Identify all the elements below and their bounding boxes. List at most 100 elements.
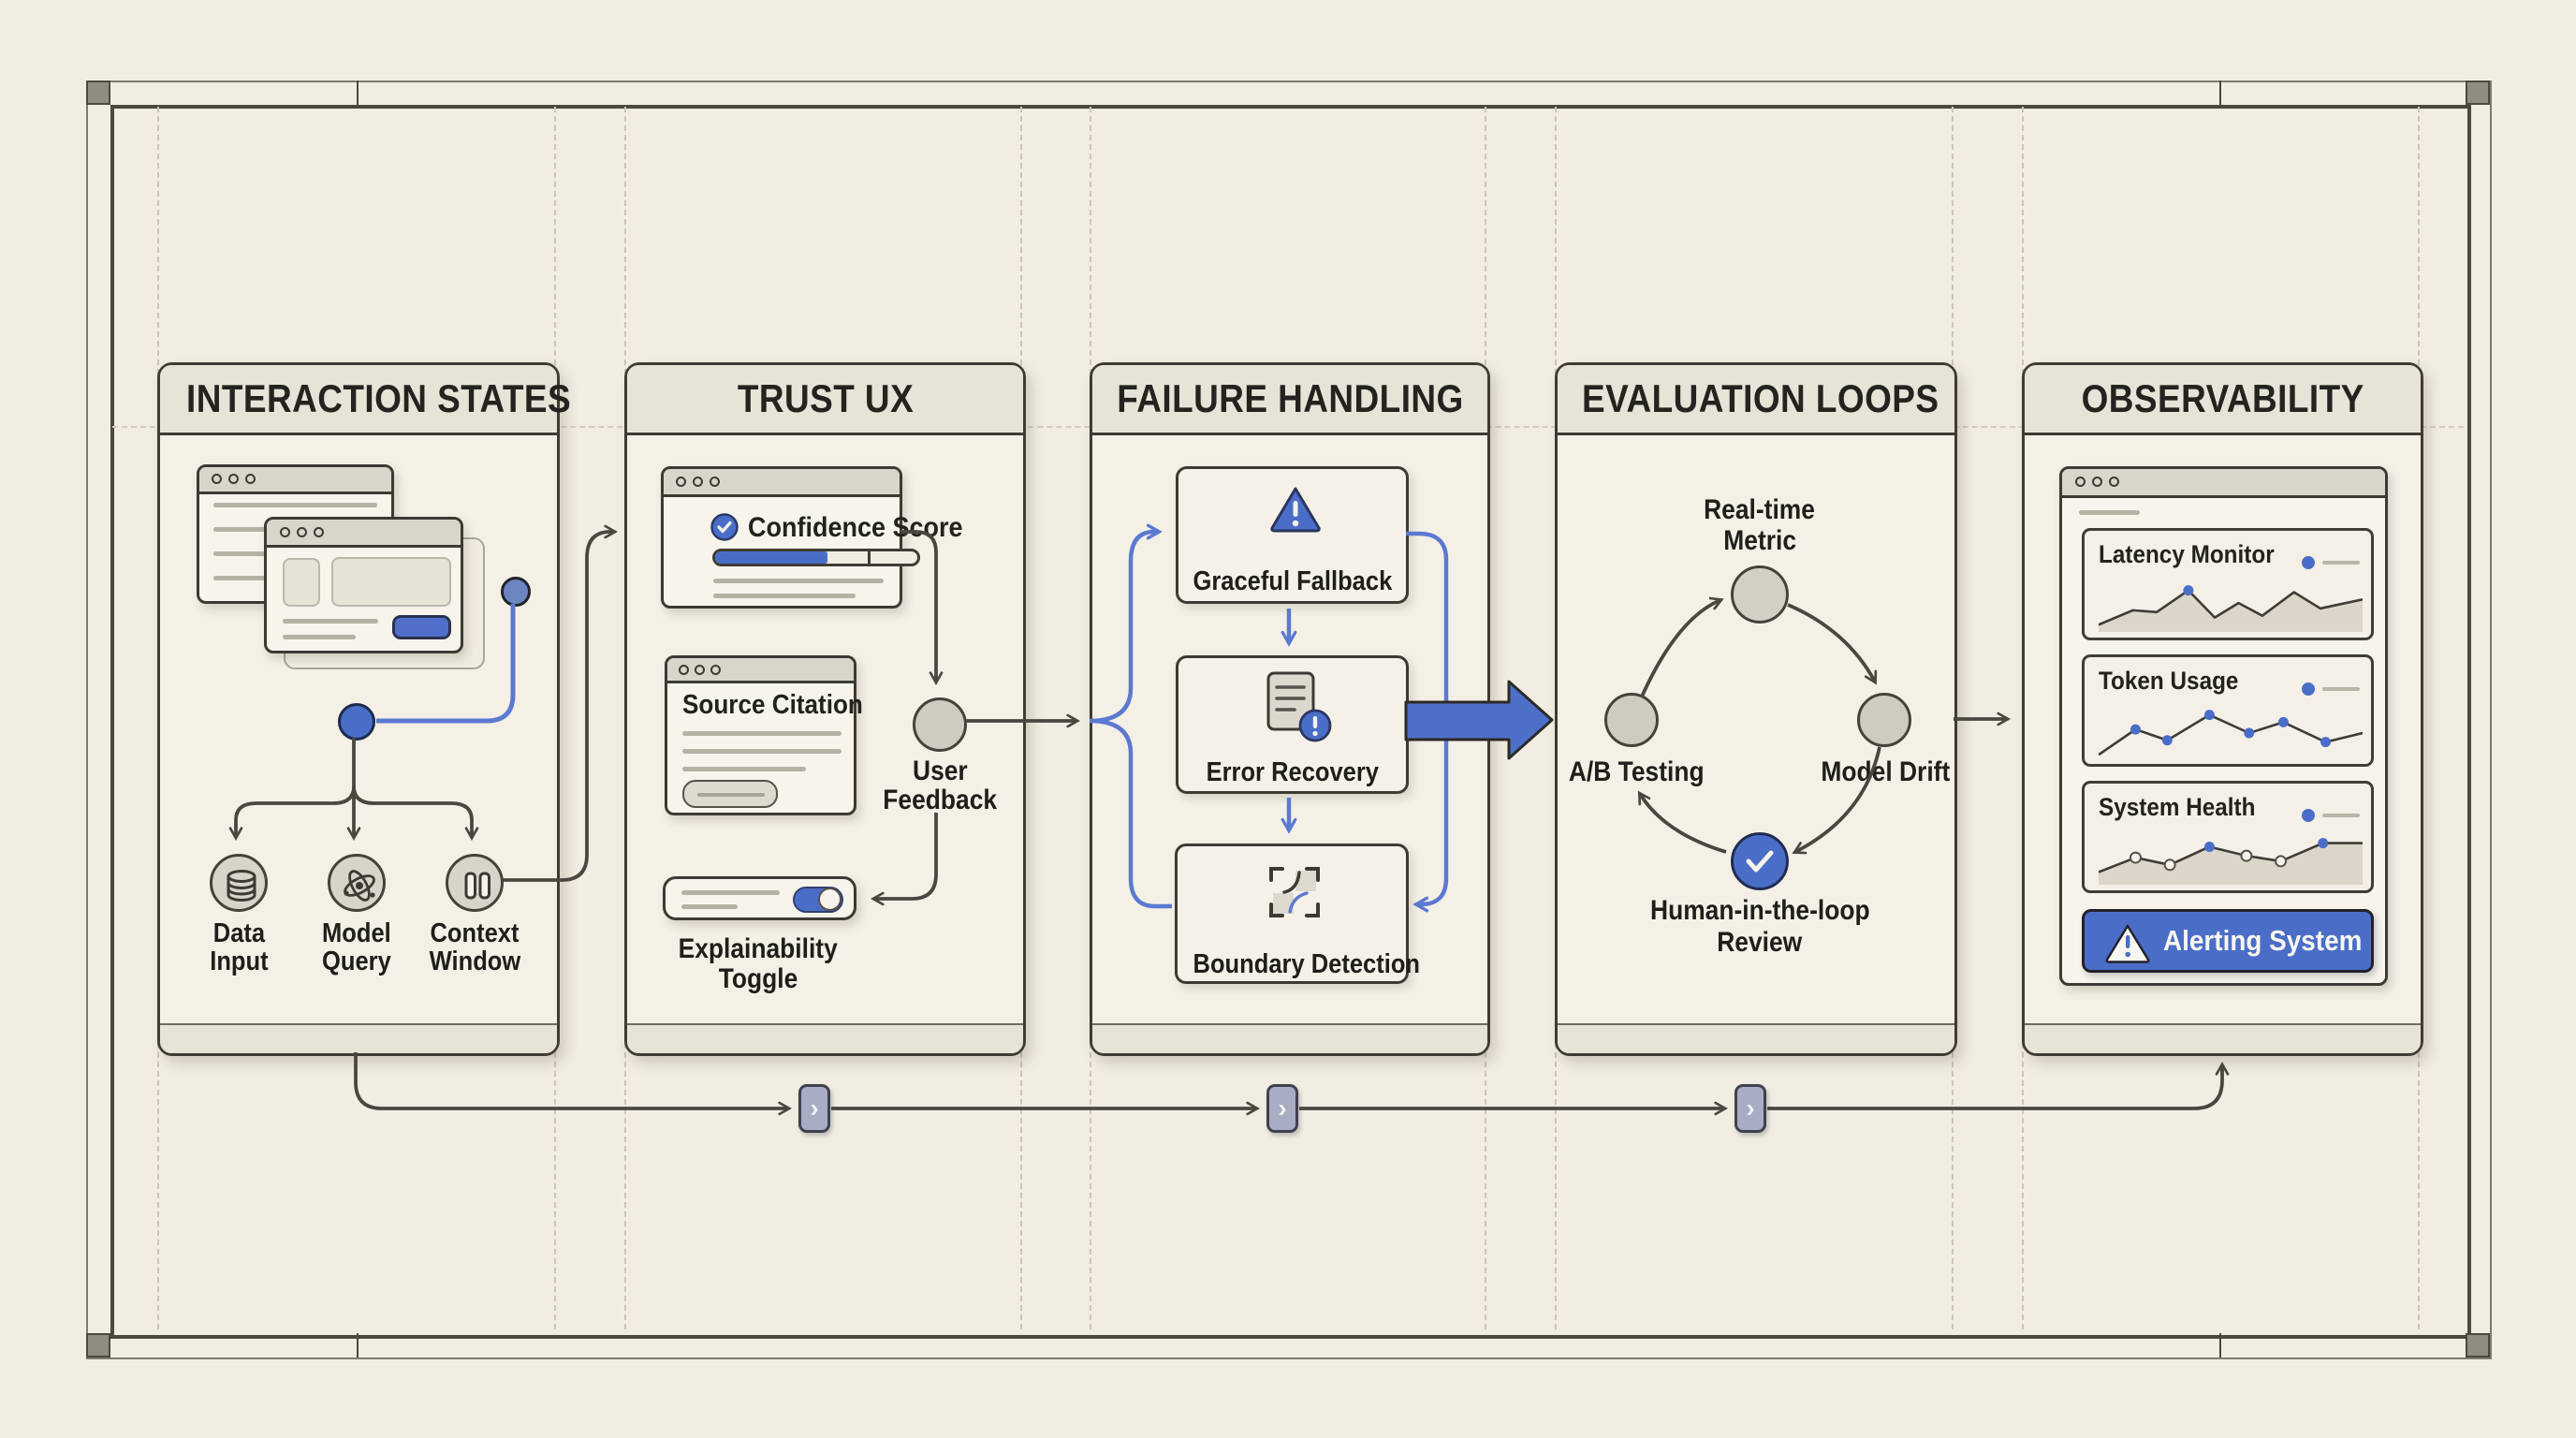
window-dot-icon — [693, 477, 703, 487]
database-icon — [227, 870, 256, 902]
window-titlebar — [199, 467, 391, 494]
token-usage-label: Token Usage — [2099, 667, 2239, 695]
user-feedback-circle — [913, 697, 967, 752]
frame-tick — [2219, 1333, 2221, 1357]
content-placeholder-box — [331, 557, 451, 607]
panel-footer — [160, 1023, 557, 1053]
text-placeholder-line — [682, 731, 842, 736]
window-dot-icon — [2075, 477, 2086, 487]
legend-dot-icon — [2302, 556, 2315, 569]
panel-interaction-states: INTERACTION STATES — [157, 362, 571, 1056]
window-dot-icon — [245, 474, 256, 484]
confidence-score-card: Confidence Score — [661, 466, 963, 609]
chip-text-placeholder — [697, 793, 765, 797]
window-titlebar — [667, 658, 854, 683]
panel-footer — [2025, 1023, 2421, 1053]
frame-corner — [2466, 81, 2490, 105]
confidence-score-label: Confidence Score — [748, 512, 963, 543]
token-usage-card: Token Usage — [2082, 654, 2374, 767]
panel-title: INTERACTION STATES — [160, 365, 571, 435]
document-alert-icon — [1266, 671, 1332, 742]
toggle-knob — [818, 888, 842, 911]
frame-tick — [357, 1333, 359, 1357]
window-dot-icon — [2109, 477, 2119, 487]
legend-line-icon — [2322, 687, 2360, 691]
human-review-circle — [1731, 832, 1789, 890]
model-drift-circle — [1857, 693, 1911, 747]
frame-corner — [86, 81, 110, 105]
token-usage-sparkline-chart — [2099, 710, 2363, 756]
graceful-fallback-label: Graceful Fallback — [1193, 566, 1392, 596]
warning-triangle-icon — [1270, 487, 1321, 533]
frame-inner — [110, 105, 2471, 1339]
latency-sparkline-chart — [2099, 585, 2363, 632]
flow-step-badge[interactable]: › — [1266, 1084, 1298, 1133]
panel-title: TRUST UX — [627, 365, 1023, 435]
frame-corner — [86, 1333, 110, 1357]
state-node-hub — [338, 703, 375, 741]
panel-trust-ux: TRUST UX Confidence Score — [624, 362, 1026, 1056]
content-placeholder-box — [283, 558, 320, 607]
text-placeholder-line — [681, 904, 738, 909]
model-drift-label: Model Drift — [1821, 756, 1951, 787]
toggle-switch[interactable] — [793, 887, 843, 913]
dashboard-window: Latency Monitor Token Usage System Healt… — [2059, 466, 2388, 986]
frame-outer — [86, 81, 2492, 1359]
citation-chip[interactable] — [682, 780, 778, 808]
flow-step-badge[interactable]: › — [798, 1084, 830, 1133]
explainability-toggle-card — [663, 876, 856, 920]
text-placeholder-line — [681, 890, 780, 895]
alerting-system-button[interactable]: Alerting System — [2082, 909, 2374, 973]
legend-line-icon — [2322, 561, 2360, 565]
alerting-system-label: Alerting System — [2163, 924, 2363, 957]
boundary-detection-label: Boundary Detection — [1193, 949, 1420, 979]
chevron-icon: › — [1746, 1093, 1755, 1123]
window-dot-icon — [679, 665, 689, 675]
ab-testing-label: A/B Testing — [1568, 756, 1705, 787]
system-health-card: System Health — [2082, 781, 2374, 893]
boundary-brackets-icon — [1269, 867, 1320, 917]
confidence-progress-bar — [712, 549, 920, 566]
panel-footer — [1558, 1023, 1954, 1053]
panel-observability: OBSERVABILITY Latency Monitor Token Usag… — [2022, 362, 2423, 1056]
boundary-detection-box: Boundary Detection — [1175, 844, 1420, 984]
panel-footer — [1092, 1023, 1487, 1053]
system-health-sparkline-chart — [2099, 838, 2363, 885]
window-dot-icon — [676, 477, 686, 487]
flow-step-badge[interactable]: › — [1734, 1084, 1766, 1133]
text-placeholder-line — [713, 594, 856, 598]
text-placeholder-line — [2079, 510, 2140, 515]
chevron-icon: › — [810, 1093, 819, 1123]
atom-icon — [344, 870, 375, 902]
window-dot-icon — [280, 527, 290, 537]
check-icon — [1746, 850, 1774, 873]
window-dot-icon — [314, 527, 324, 537]
window-dot-icon — [297, 527, 307, 537]
frame-corner — [2466, 1333, 2490, 1357]
alert-triangle-icon — [2105, 924, 2150, 963]
panel-footer — [627, 1023, 1023, 1053]
error-recovery-label: Error Recovery — [1206, 757, 1379, 787]
text-placeholder-line — [682, 767, 806, 771]
panel-failure-handling: FAILURE HANDLING Graceful Fallback Error… — [1090, 362, 1490, 1056]
legend-line-icon — [2322, 814, 2360, 817]
window-dot-icon — [710, 665, 721, 675]
legend-dot-icon — [2302, 809, 2315, 822]
primary-button[interactable] — [392, 615, 451, 639]
window-dot-icon — [710, 477, 720, 487]
source-citation-label: Source Citation — [682, 690, 863, 720]
text-placeholder-line — [213, 576, 302, 580]
progress-fill — [715, 551, 827, 564]
panel-title: EVALUATION LOOPS — [1558, 365, 1954, 435]
graceful-fallback-box: Graceful Fallback — [1176, 466, 1409, 604]
chevron-icon: › — [1278, 1093, 1287, 1123]
text-placeholder-line — [283, 619, 378, 624]
panel-title: FAILURE HANDLING — [1092, 365, 1487, 435]
window-titlebar — [664, 469, 900, 497]
